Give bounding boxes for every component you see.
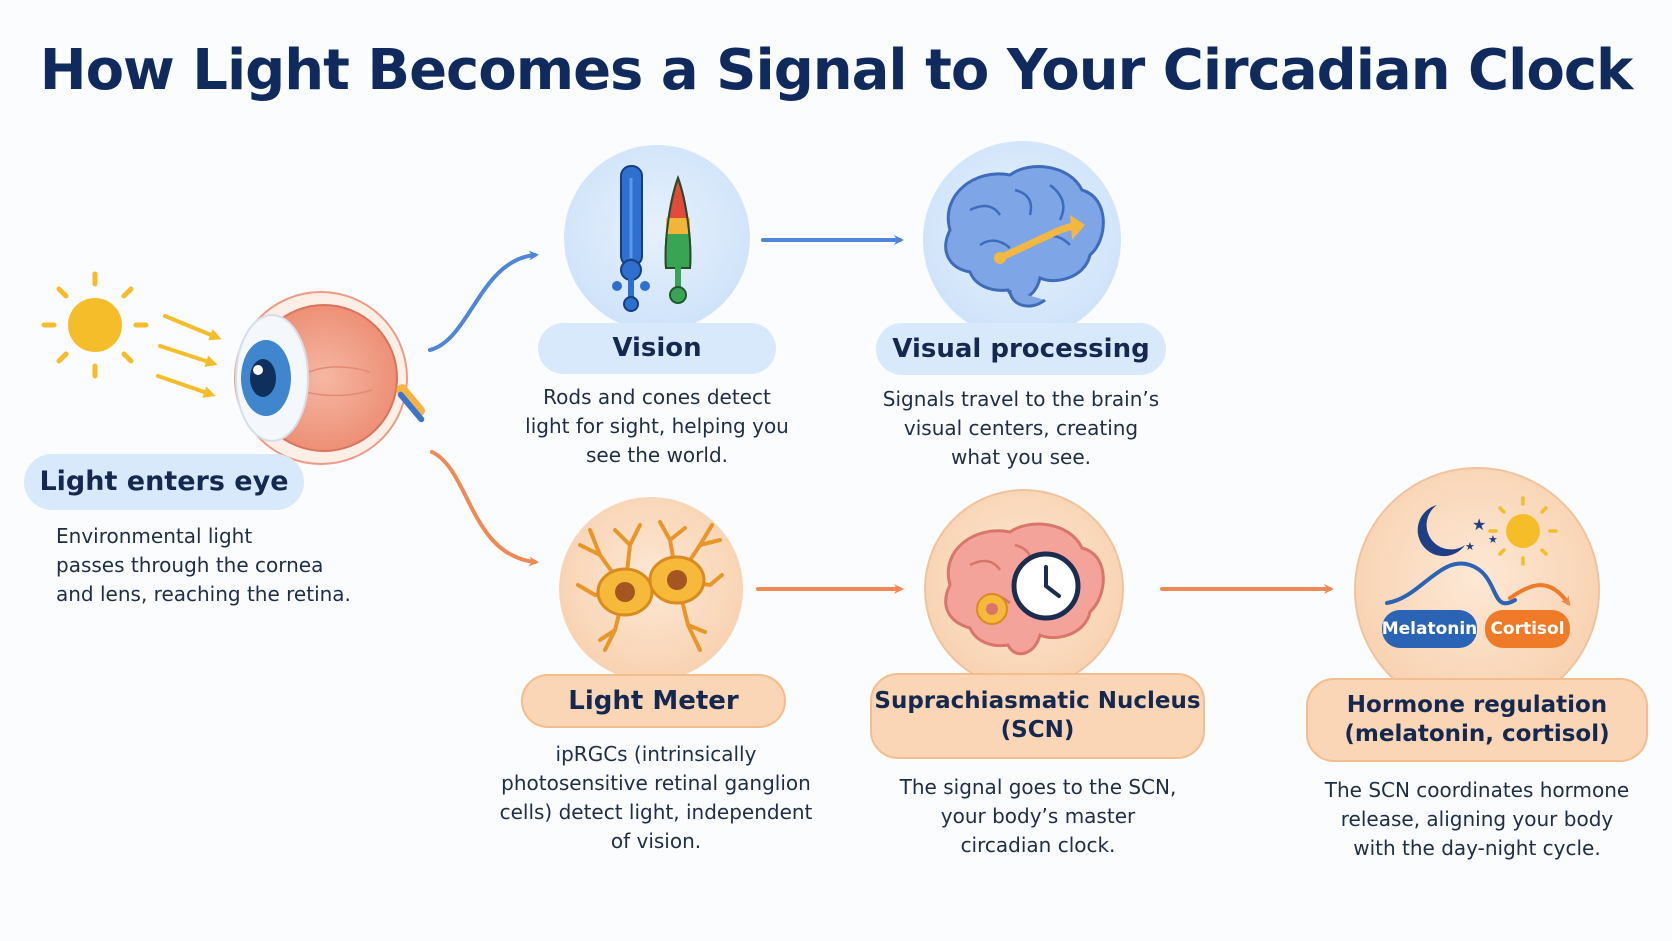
step-label-hormone-regulation: Hormone regulation (melatonin, cortisol) [1306, 678, 1648, 762]
day-night-cycle-icon: ★ ★ ★ [1354, 467, 1600, 713]
brain-icon [923, 141, 1121, 339]
arrow-eye-to-vision [428, 250, 539, 352]
step-label-visual-processing: Visual processing [876, 323, 1166, 375]
step-desc-light-enters-eye: Environmental light passes through the c… [56, 524, 351, 606]
arrow-eye-to-light-meter [430, 450, 539, 567]
step-desc-light-meter: ipRGCs (intrinsically photosensitive ret… [499, 742, 813, 853]
sun-icon [41, 271, 222, 398]
svg-text:★: ★ [1472, 515, 1486, 534]
step-label-light-enters-eye: Light enters eye [24, 454, 304, 510]
rods-cones-icon [564, 145, 750, 331]
step-label-light-meter: Light Meter [521, 674, 786, 728]
step-label-vision: Vision [538, 323, 776, 374]
melatonin-badge: Melatonin [1382, 610, 1477, 648]
neuron-cells-icon [559, 497, 743, 681]
step-desc-visual-processing: Signals travel to the brain’s visual cen… [882, 387, 1160, 469]
scn-brain-clock-icon [924, 489, 1124, 689]
step-desc-vision: Rods and cones detect light for sight, h… [525, 385, 789, 467]
svg-text:★: ★ [1465, 540, 1475, 553]
eye-icon [234, 291, 425, 465]
cortisol-badge: Cortisol [1485, 610, 1570, 648]
page-title: How Light Becomes a Signal to Your Circa… [39, 38, 1634, 103]
svg-text:★: ★ [1488, 533, 1498, 546]
step-desc-scn: The signal goes to the SCN, your body’s … [899, 775, 1177, 857]
step-desc-hormone-regulation: The SCN coordinates hormone release, ali… [1324, 778, 1630, 860]
step-label-scn: Suprachiasmatic Nucleus (SCN) [870, 673, 1205, 759]
